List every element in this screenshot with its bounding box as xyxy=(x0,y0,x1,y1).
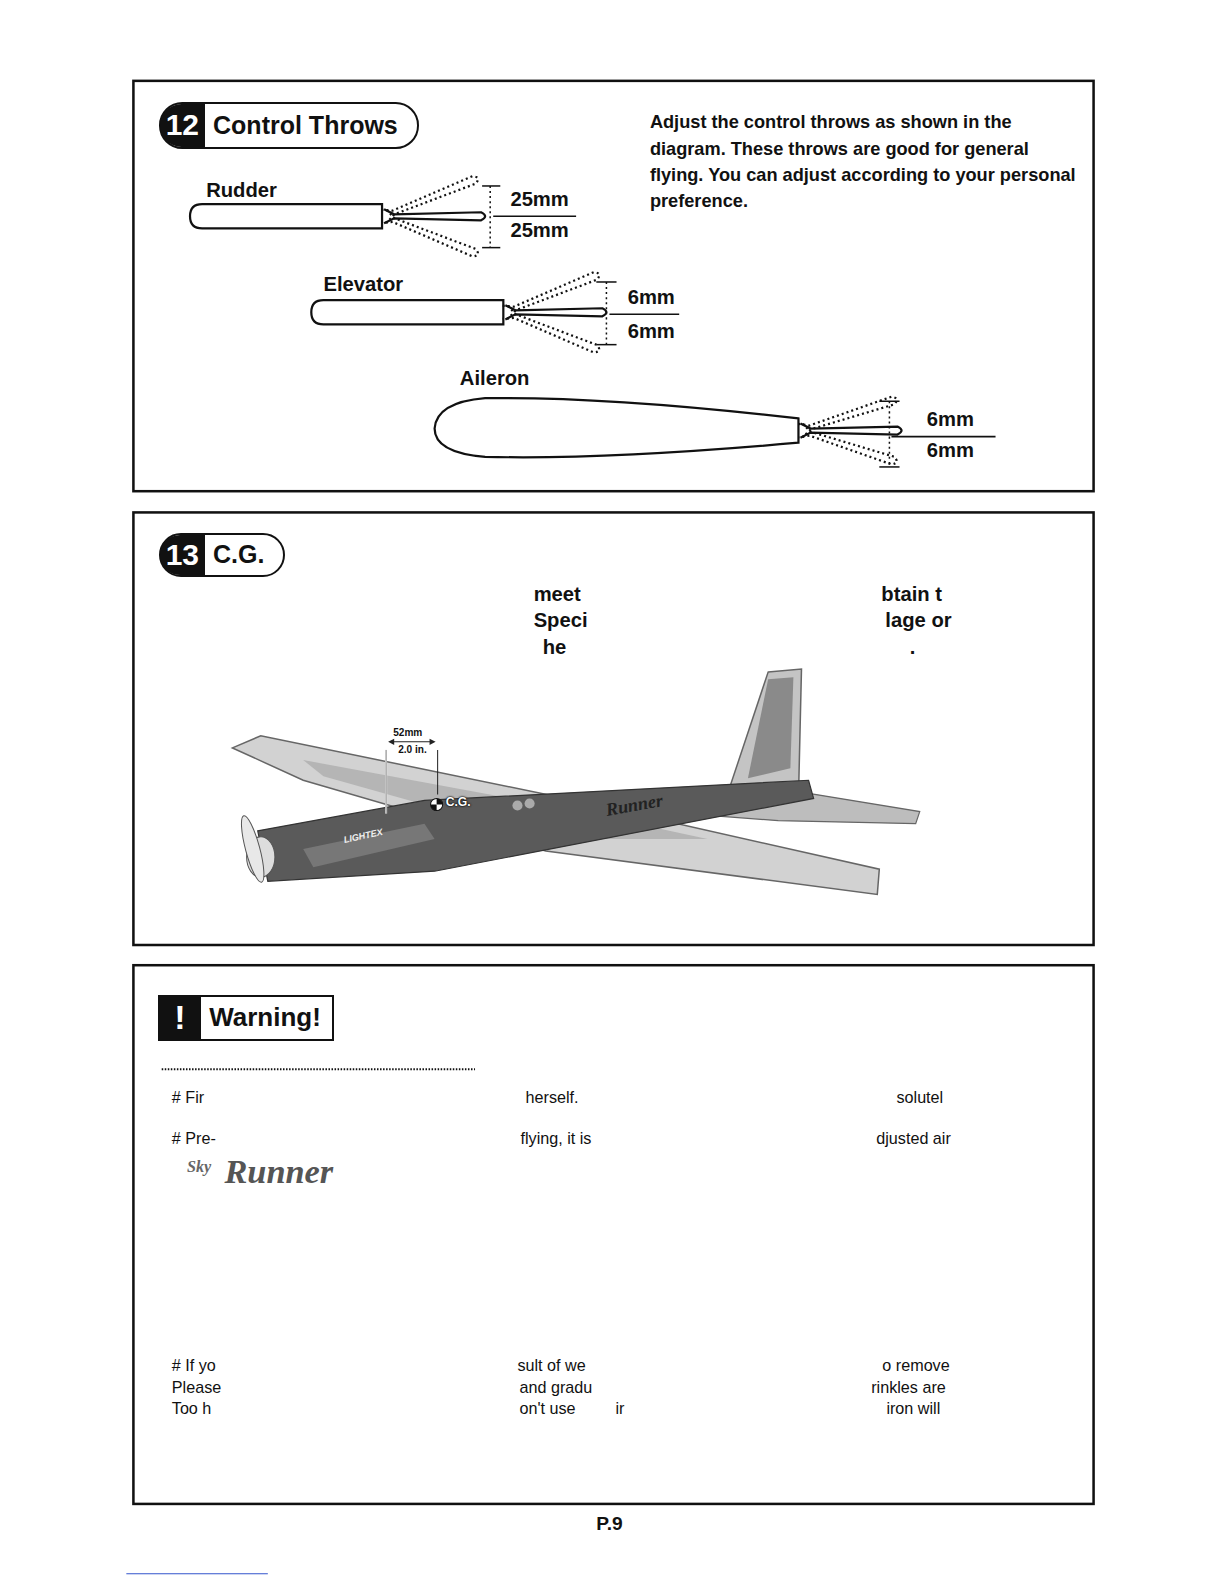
text-label: lage or xyxy=(885,609,951,632)
callout-number: ! xyxy=(159,997,201,1039)
heading-text: Control Throws xyxy=(213,111,398,140)
text-label: flying, it is xyxy=(521,1129,592,1148)
text-label: # Fir xyxy=(172,1088,204,1107)
text-label: 6mm xyxy=(927,408,974,431)
text-label: 2.0 in. xyxy=(398,744,427,756)
text-label: Too h xyxy=(172,1399,212,1418)
text-label: 6mm xyxy=(927,439,974,462)
aileron-diagram xyxy=(435,393,996,469)
text-label: iron will xyxy=(886,1399,940,1418)
callout-number: 13 xyxy=(160,535,205,575)
text-label: btain t xyxy=(881,583,942,606)
elevator-diagram xyxy=(311,268,679,357)
link-underline xyxy=(126,1573,267,1574)
text-label: 52mm xyxy=(393,727,422,739)
text-label: Adjust the control throws as shown in th… xyxy=(650,109,1085,214)
text-label: Rudder xyxy=(206,179,277,202)
rudder-diagram xyxy=(190,172,576,261)
text-label: and gradu xyxy=(519,1378,592,1397)
callout-number: 12 xyxy=(160,104,205,146)
dotted-rule xyxy=(162,1068,475,1070)
text-label: Runner xyxy=(224,1152,333,1192)
text-label: 6mm xyxy=(628,286,675,309)
text-label: Sky xyxy=(187,1158,211,1177)
text-label: solutel xyxy=(896,1088,943,1107)
text-label: on't use xyxy=(519,1399,575,1418)
text-label: Speci xyxy=(534,609,588,632)
heading-text: C.G. xyxy=(213,540,264,569)
text-label: herself. xyxy=(526,1088,579,1107)
text-label: meet xyxy=(534,583,581,606)
text-label: Runner xyxy=(605,791,665,822)
text-label: # If yo xyxy=(172,1356,216,1375)
text-label: Elevator xyxy=(323,273,403,296)
text-label: Please xyxy=(172,1378,221,1397)
text-label: . xyxy=(910,636,916,659)
text-label: djusted air xyxy=(876,1129,951,1148)
text-label: # Pre- xyxy=(172,1129,216,1148)
text-label: C.G. xyxy=(446,796,471,810)
text-label: P.9 xyxy=(596,1513,622,1535)
text-label: Aileron xyxy=(460,367,530,390)
text-label: 6mm xyxy=(628,320,675,343)
panel-frame xyxy=(133,965,1093,1504)
text-label: 25mm xyxy=(510,219,568,242)
text-label: ir xyxy=(616,1399,625,1418)
text-label: sult of we xyxy=(517,1356,585,1375)
section-heading: 12 Control Throws xyxy=(159,102,419,148)
text-label: rinkles are xyxy=(871,1378,946,1397)
panel-frame xyxy=(133,512,1093,945)
warning-heading: ! Warning! xyxy=(158,995,334,1041)
text-label: 25mm xyxy=(510,188,568,211)
heading-text: Warning! xyxy=(209,1002,321,1033)
text-label: LIGHTEX xyxy=(343,827,384,845)
section-heading: 13 C.G. xyxy=(159,533,285,577)
panel-frame xyxy=(133,81,1093,491)
airplane-illustration xyxy=(232,669,919,894)
text-label: he xyxy=(543,636,567,659)
text-label: o remove xyxy=(882,1356,949,1375)
